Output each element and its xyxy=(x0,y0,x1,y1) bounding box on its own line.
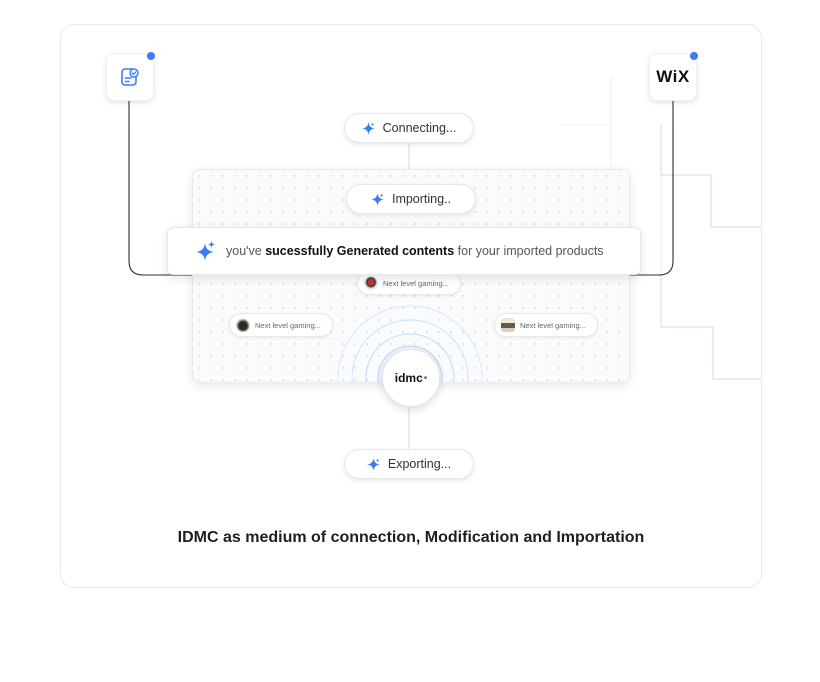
product-label: Next level gaming... xyxy=(383,278,449,288)
form-check-icon xyxy=(121,68,139,86)
product-thumbnail xyxy=(501,318,515,332)
faint-connector-bottom xyxy=(660,275,761,380)
importing-step: Importing.. xyxy=(346,184,476,214)
exporting-label: Exporting... xyxy=(387,457,452,471)
sparkle-icon xyxy=(196,241,215,261)
product-item[interactable]: Next level gaming... xyxy=(229,313,333,337)
idmc-hub[interactable]: idmc• xyxy=(382,349,440,407)
connecting-label: Connecting... xyxy=(382,121,457,135)
exporting-step: Exporting... xyxy=(344,449,474,479)
wix-app-tile[interactable]: WiX xyxy=(649,50,700,101)
product-label: Next level gaming... xyxy=(520,320,586,330)
source-app-tile[interactable] xyxy=(106,50,157,101)
product-item[interactable]: Next level gaming... xyxy=(494,313,598,337)
importing-label: Importing.. xyxy=(391,192,452,206)
connecting-step: Connecting... xyxy=(344,113,474,143)
wix-logo-icon: WiX xyxy=(656,67,690,86)
sparkle-icon xyxy=(361,121,375,135)
diagram-caption: IDMC as medium of connection, Modificati… xyxy=(177,529,645,546)
faint-connector-top xyxy=(660,125,761,228)
status-dot xyxy=(688,50,700,62)
hub-label: idmc xyxy=(394,371,423,385)
hub-dot-icon: • xyxy=(423,372,428,384)
product-thumbnail xyxy=(364,276,378,290)
diagram-card: WiX Connecting... Importing.. Next level… xyxy=(60,24,762,588)
banner-highlight: sucessfully Generated contents xyxy=(265,244,455,258)
product-thumbnail xyxy=(236,318,250,332)
product-label: Next level gaming... xyxy=(255,320,321,330)
sparkle-icon xyxy=(370,192,384,206)
status-dot xyxy=(145,50,157,62)
sparkle-icon xyxy=(366,457,380,471)
banner-suffix: for your imported products xyxy=(454,244,604,258)
banner-prefix: you've xyxy=(226,244,266,258)
success-banner: you've sucessfully Generated contents fo… xyxy=(167,227,641,275)
